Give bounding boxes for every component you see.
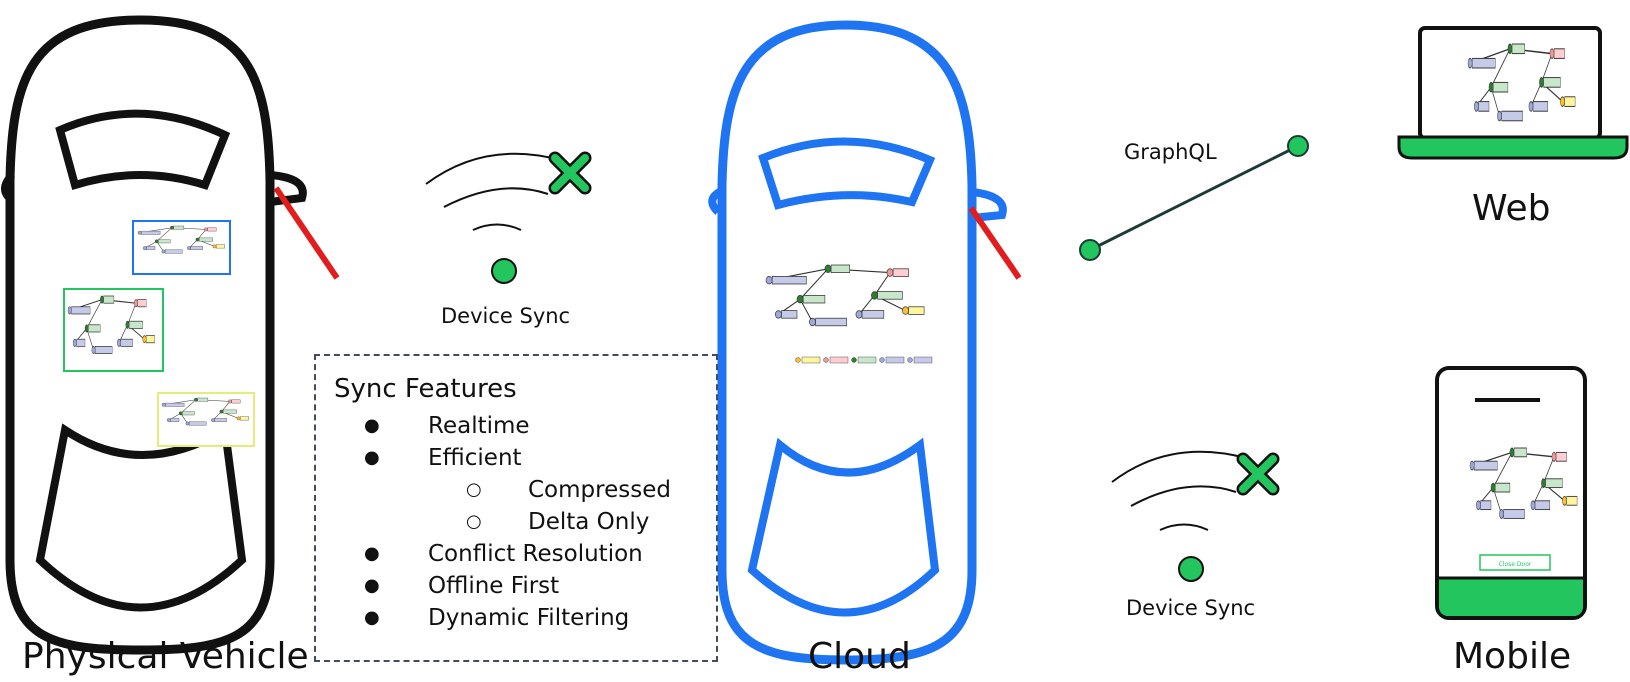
sync-feature-text: Realtime: [428, 413, 530, 439]
sync-feature-text: Conflict Resolution: [428, 541, 643, 567]
device-sync-label-right: Device Sync: [1126, 596, 1256, 620]
sync-feature-item: ● Efficient: [316, 442, 716, 474]
sync-feature-text: Delta Only: [528, 509, 650, 535]
cloud-car-antenna: [968, 206, 1022, 280]
caption-mobile: Mobile: [1453, 636, 1572, 677]
sync-feature-item: ● Offline First: [316, 570, 716, 602]
sync-feature-item: ● Realtime: [316, 410, 716, 442]
cloud-car-windshield: [758, 137, 936, 210]
bullet-icon: ●: [364, 415, 380, 436]
sync-features-box: Sync Features ● Realtime ● Efficient ○ Compre…: [314, 354, 718, 662]
graphql-endpoint-cloud: [1079, 239, 1101, 261]
caption-cloud: Cloud: [808, 636, 911, 677]
vehicle-antenna: [273, 186, 340, 280]
bullet-icon: ●: [364, 575, 380, 596]
sync-feature-item: ● Conflict Resolution: [316, 538, 716, 570]
sync-blocked-x-icon-right: [1236, 452, 1280, 496]
sync-blocked-x-icon-left: [548, 151, 592, 195]
graphql-endpoint-web: [1287, 135, 1309, 157]
sync-feature-text: Dynamic Filtering: [428, 605, 630, 631]
cloud-car: [708, 20, 1022, 665]
physical-vehicle-car: [1, 15, 340, 655]
sub-bullet-icon: ○: [466, 511, 482, 532]
bullet-icon: ●: [364, 543, 380, 564]
vehicle-rear-window: [35, 423, 247, 612]
device-sync-right-icon: [1111, 450, 1247, 582]
sync-feature-text: Offline First: [428, 573, 560, 599]
sync-feature-text: Efficient: [428, 445, 522, 471]
graphql-label: GraphQL: [1124, 140, 1217, 164]
graphql-link: [1079, 135, 1309, 261]
bullet-icon: ●: [364, 607, 380, 628]
sync-feature-text: Compressed: [528, 477, 671, 503]
sync-feature-item: ○ Delta Only: [316, 506, 716, 538]
vehicle-mirror: [269, 171, 307, 206]
sub-bullet-icon: ○: [466, 479, 482, 500]
web-laptop-icon: [1397, 26, 1629, 160]
vehicle-body: [5, 15, 275, 655]
sync-features-title: Sync Features: [334, 374, 517, 404]
caption-web: Web: [1472, 188, 1551, 229]
close-door-button[interactable]: [1479, 554, 1551, 571]
cloud-legend: [795, 356, 933, 364]
sync-feature-item: ○ Compressed: [316, 474, 716, 506]
vehicle-windshield: [55, 109, 231, 191]
device-sync-label-left: Device Sync: [441, 304, 571, 328]
bullet-icon: ●: [364, 447, 380, 468]
device-sync-left-icon: [425, 152, 561, 284]
close-door-label: Close Door: [1499, 561, 1532, 568]
sync-features-list: ● Realtime ● Efficient ○ Compressed ○ Delta Onl…: [316, 410, 716, 634]
cloud-car-body: [717, 20, 977, 665]
caption-physical-vehicle: Physical Vehicle: [22, 636, 309, 677]
cloud-data-tree: [765, 264, 925, 327]
cloud-car-rear-window: [747, 437, 940, 617]
sync-feature-item: ● Dynamic Filtering: [316, 602, 716, 634]
mobile-phone-icon: Close Door: [1435, 366, 1587, 620]
